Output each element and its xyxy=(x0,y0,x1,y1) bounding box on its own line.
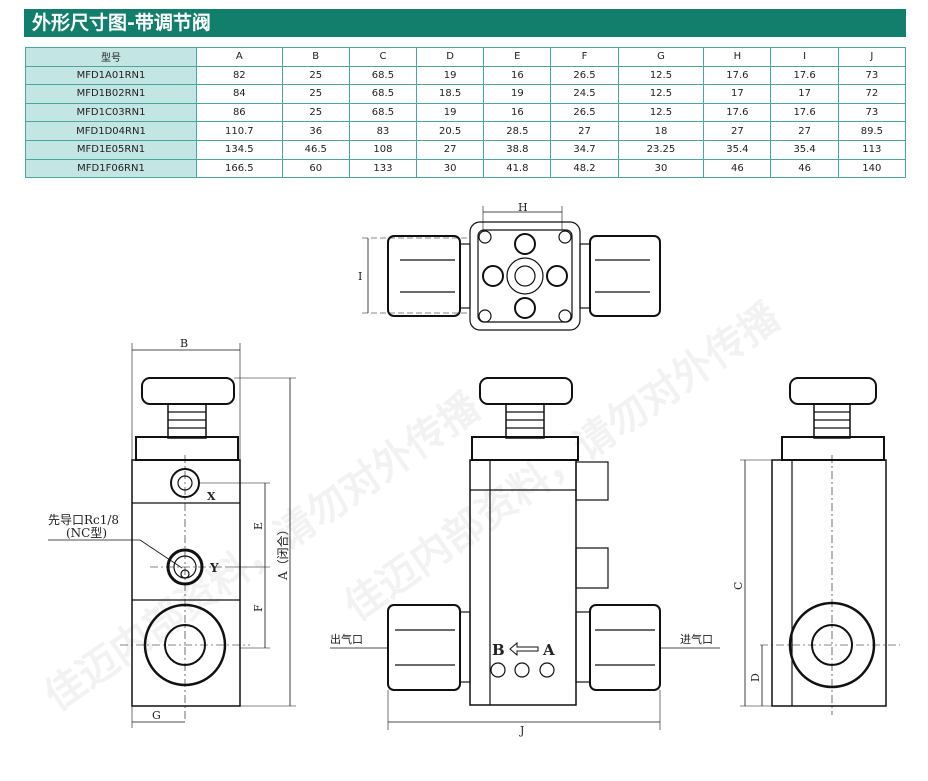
dim-d-label: D xyxy=(749,673,762,682)
dimension-cell: 140 xyxy=(837,158,907,179)
dimension-cell: 46 xyxy=(703,158,772,179)
dim-f-label: F xyxy=(252,604,265,612)
column-header-model: 型号 xyxy=(25,47,197,67)
pilot-port-label: 先导口Rc1/8 xyxy=(48,513,119,527)
dimension-cell: 166.5 xyxy=(196,158,283,179)
dim-b-label: B xyxy=(180,337,188,350)
dim-i-label: I xyxy=(358,270,362,283)
top-view: H I xyxy=(358,201,661,331)
model-cell: MFD1A01RN1 xyxy=(25,65,197,86)
column-header-j: J xyxy=(837,47,907,67)
model-cell: MFD1C03RN1 xyxy=(25,102,197,123)
dimension-cell: 73 xyxy=(837,102,907,123)
port-x-label: X xyxy=(207,490,216,503)
dimension-cell: 30 xyxy=(617,158,705,179)
dimension-cell: 30 xyxy=(416,158,485,179)
side-view: B A 出气口 进气口 J xyxy=(330,377,720,737)
dim-c-label: C xyxy=(732,582,745,590)
port-y-label: Y xyxy=(209,561,219,575)
dim-e-label: E xyxy=(252,522,265,530)
front-view: X Y 先导口Rc1/8 (NC型) B A（闭合） E F G xyxy=(48,337,296,728)
dim-j-label: J xyxy=(519,724,524,737)
page-title: 外形尺寸图-带调节阀 xyxy=(24,9,906,37)
dimension-cell: 46 xyxy=(770,158,839,179)
model-cell: MFD1D04RN1 xyxy=(25,121,197,141)
dim-g-label: G xyxy=(152,709,161,722)
pilot-port-sub: (NC型) xyxy=(66,526,107,540)
flow-b-label: B xyxy=(492,641,505,659)
flow-arrow-icon xyxy=(509,641,539,657)
right-view: C D xyxy=(732,377,900,715)
dimension-cell: 48.2 xyxy=(550,158,619,179)
model-cell: MFD1F06RN1 xyxy=(25,158,197,179)
outlet-label: 出气口 xyxy=(330,632,363,646)
dim-a-label: A（闭合） xyxy=(275,523,290,581)
flow-a-label: A xyxy=(542,641,555,659)
dim-h-label: H xyxy=(518,201,528,214)
inlet-label: 进气口 xyxy=(680,632,713,646)
